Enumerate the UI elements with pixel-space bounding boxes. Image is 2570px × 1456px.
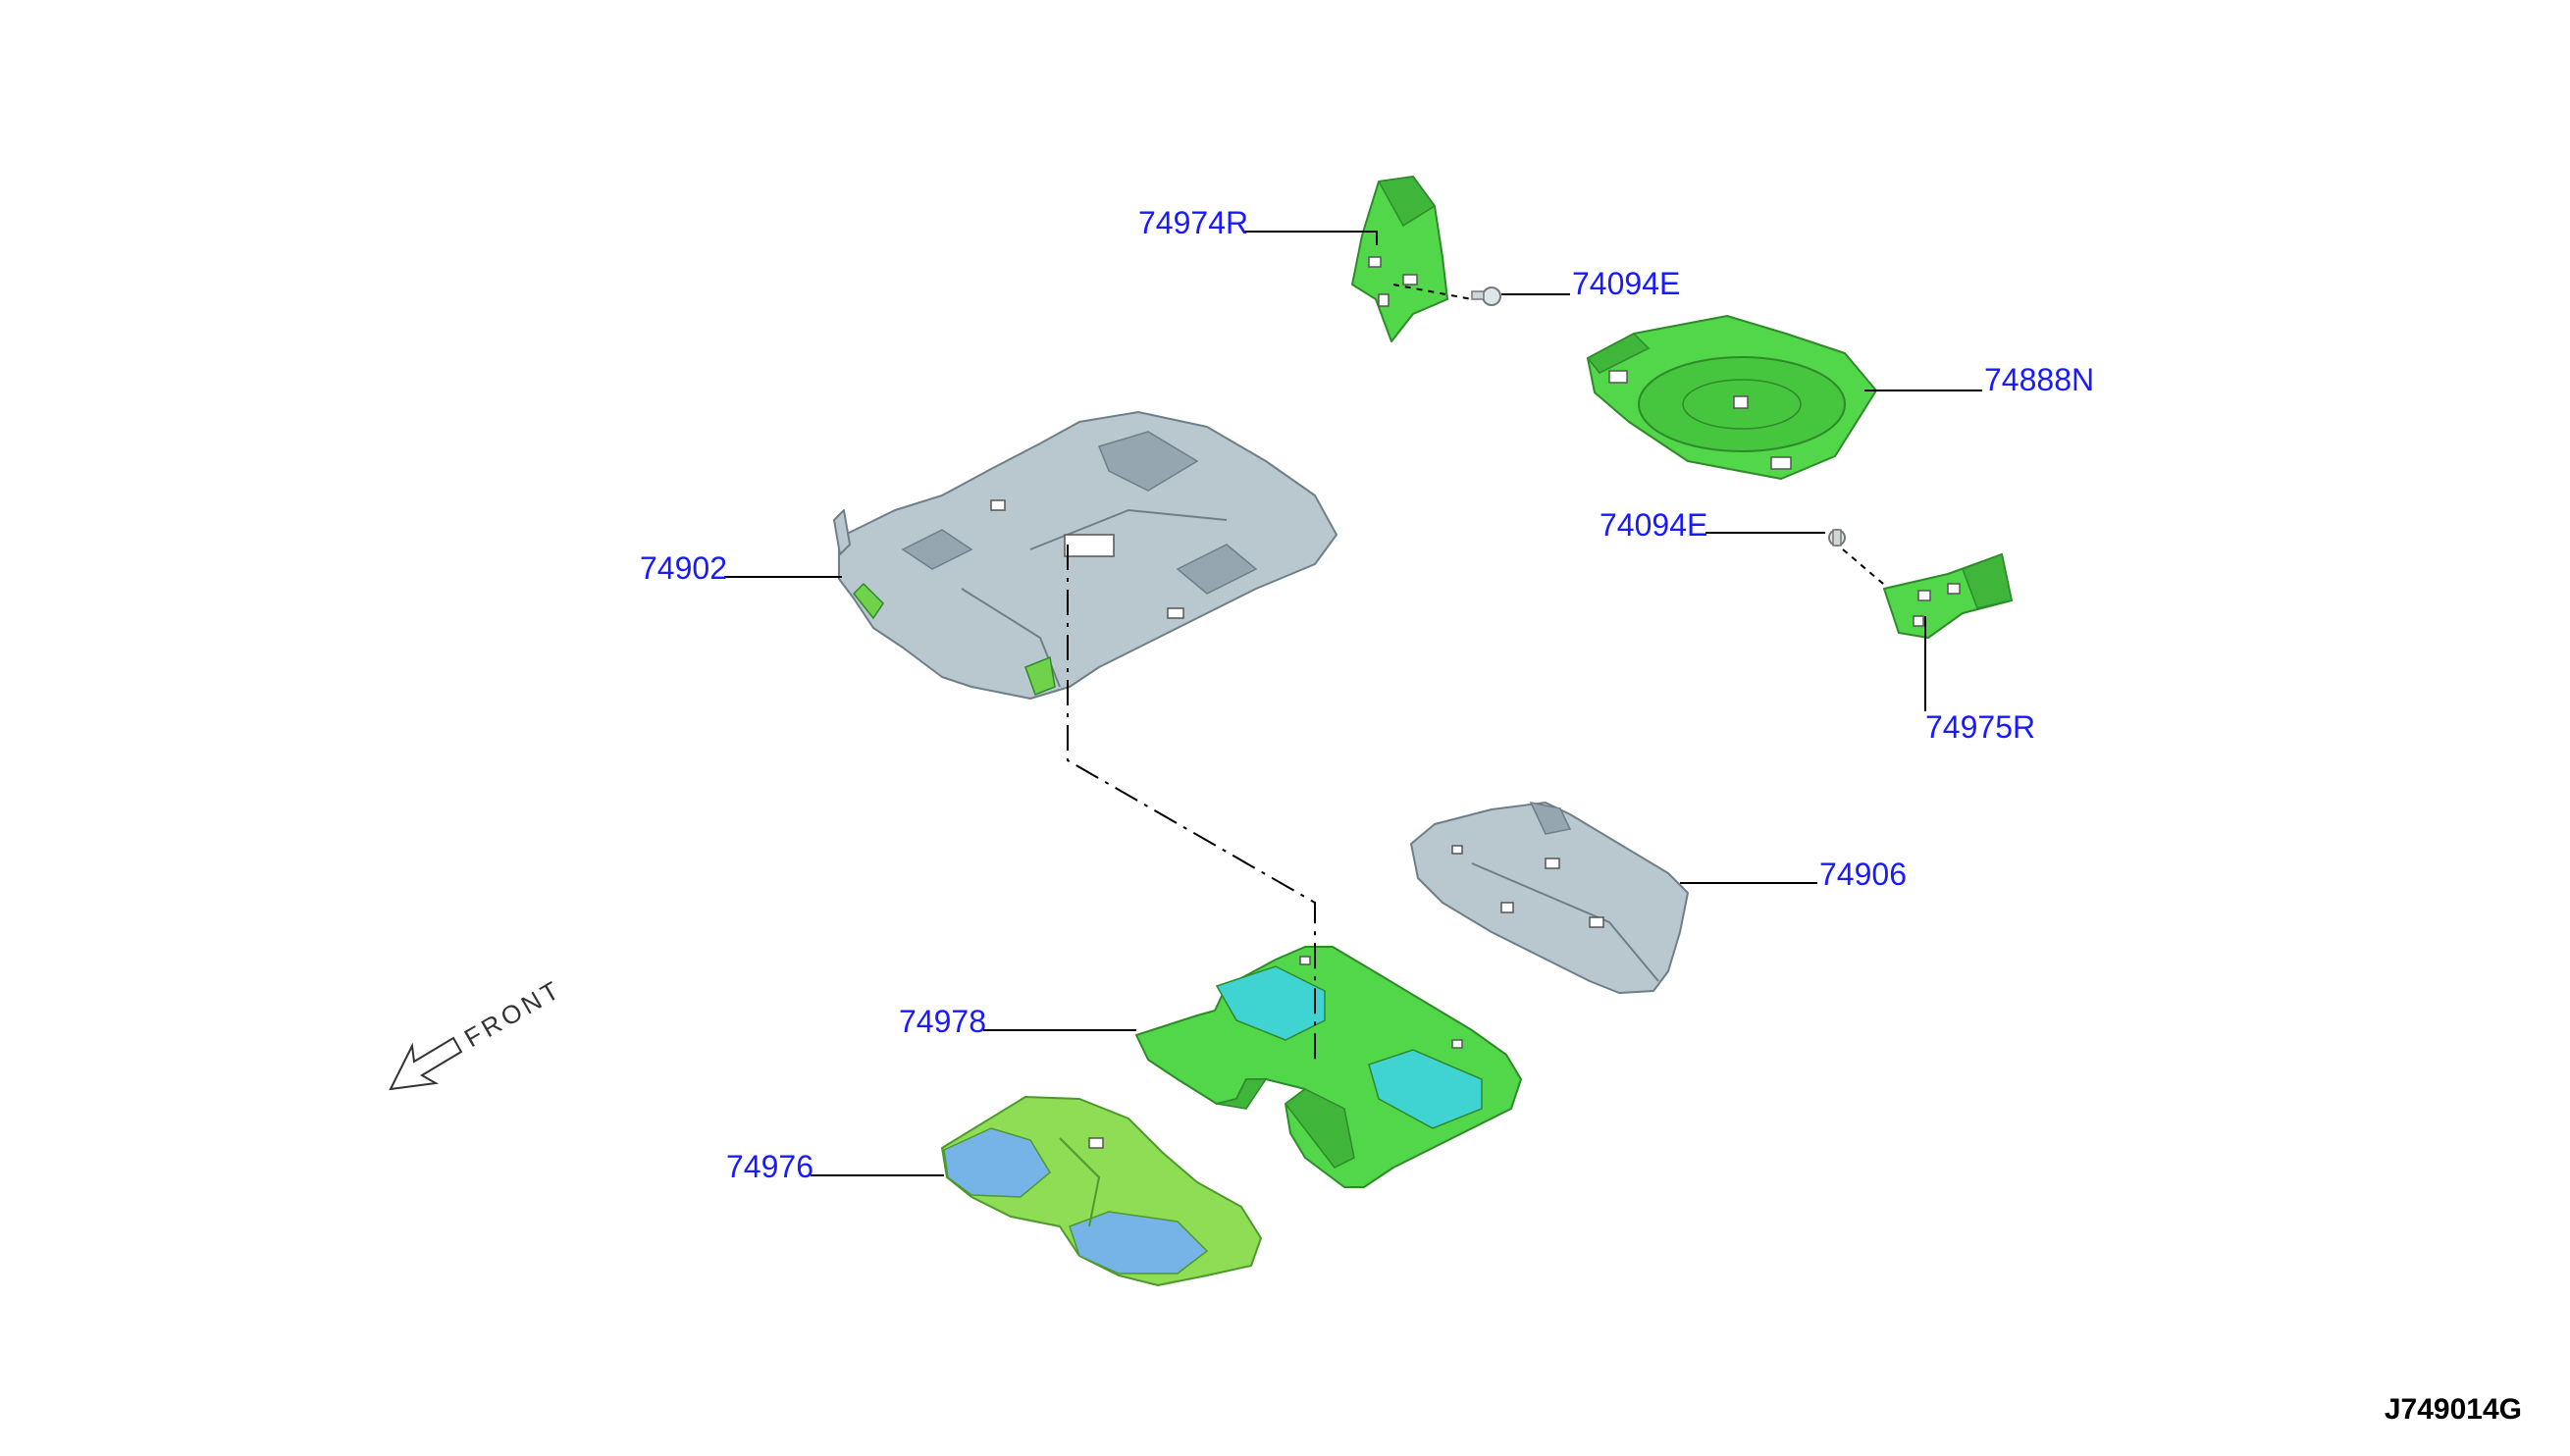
front-direction-indicator: FRONT bbox=[389, 973, 567, 1091]
part-74975R-illustration bbox=[1883, 552, 2013, 639]
leader-lines bbox=[724, 231, 1982, 1176]
callout-74094E-mid[interactable]: 74094E bbox=[1600, 507, 1707, 543]
callout-74975R[interactable]: 74975R bbox=[1925, 709, 2035, 745]
front-label: FRONT bbox=[459, 973, 567, 1053]
leader-74974R bbox=[1244, 231, 1378, 245]
callout-74906[interactable]: 74906 bbox=[1819, 857, 1907, 892]
part-74978-illustration bbox=[1135, 946, 1522, 1188]
alignment-chain-line bbox=[1067, 545, 1316, 1065]
callout-74902[interactable]: 74902 bbox=[640, 550, 727, 586]
part-74902-illustration bbox=[833, 411, 1337, 700]
callout-74888N[interactable]: 74888N bbox=[1984, 362, 2094, 397]
callout-74974R[interactable]: 74974R bbox=[1138, 205, 1248, 240]
front-arrow-icon bbox=[389, 1036, 463, 1091]
callout-74978[interactable]: 74978 bbox=[899, 1004, 986, 1039]
part-74094E-mid-clip bbox=[1828, 529, 1890, 590]
callout-74976[interactable]: 74976 bbox=[726, 1149, 813, 1184]
part-74974R-illustration bbox=[1351, 176, 1448, 342]
callout-74094E-top[interactable]: 74094E bbox=[1572, 266, 1680, 301]
diagram-reference-id: J749014G bbox=[2385, 1393, 2522, 1426]
part-74888N-illustration bbox=[1586, 315, 1877, 480]
part-74094E-top-clip bbox=[1392, 284, 1501, 306]
part-74906-illustration bbox=[1410, 801, 1689, 994]
part-74976-illustration bbox=[941, 1096, 1262, 1286]
